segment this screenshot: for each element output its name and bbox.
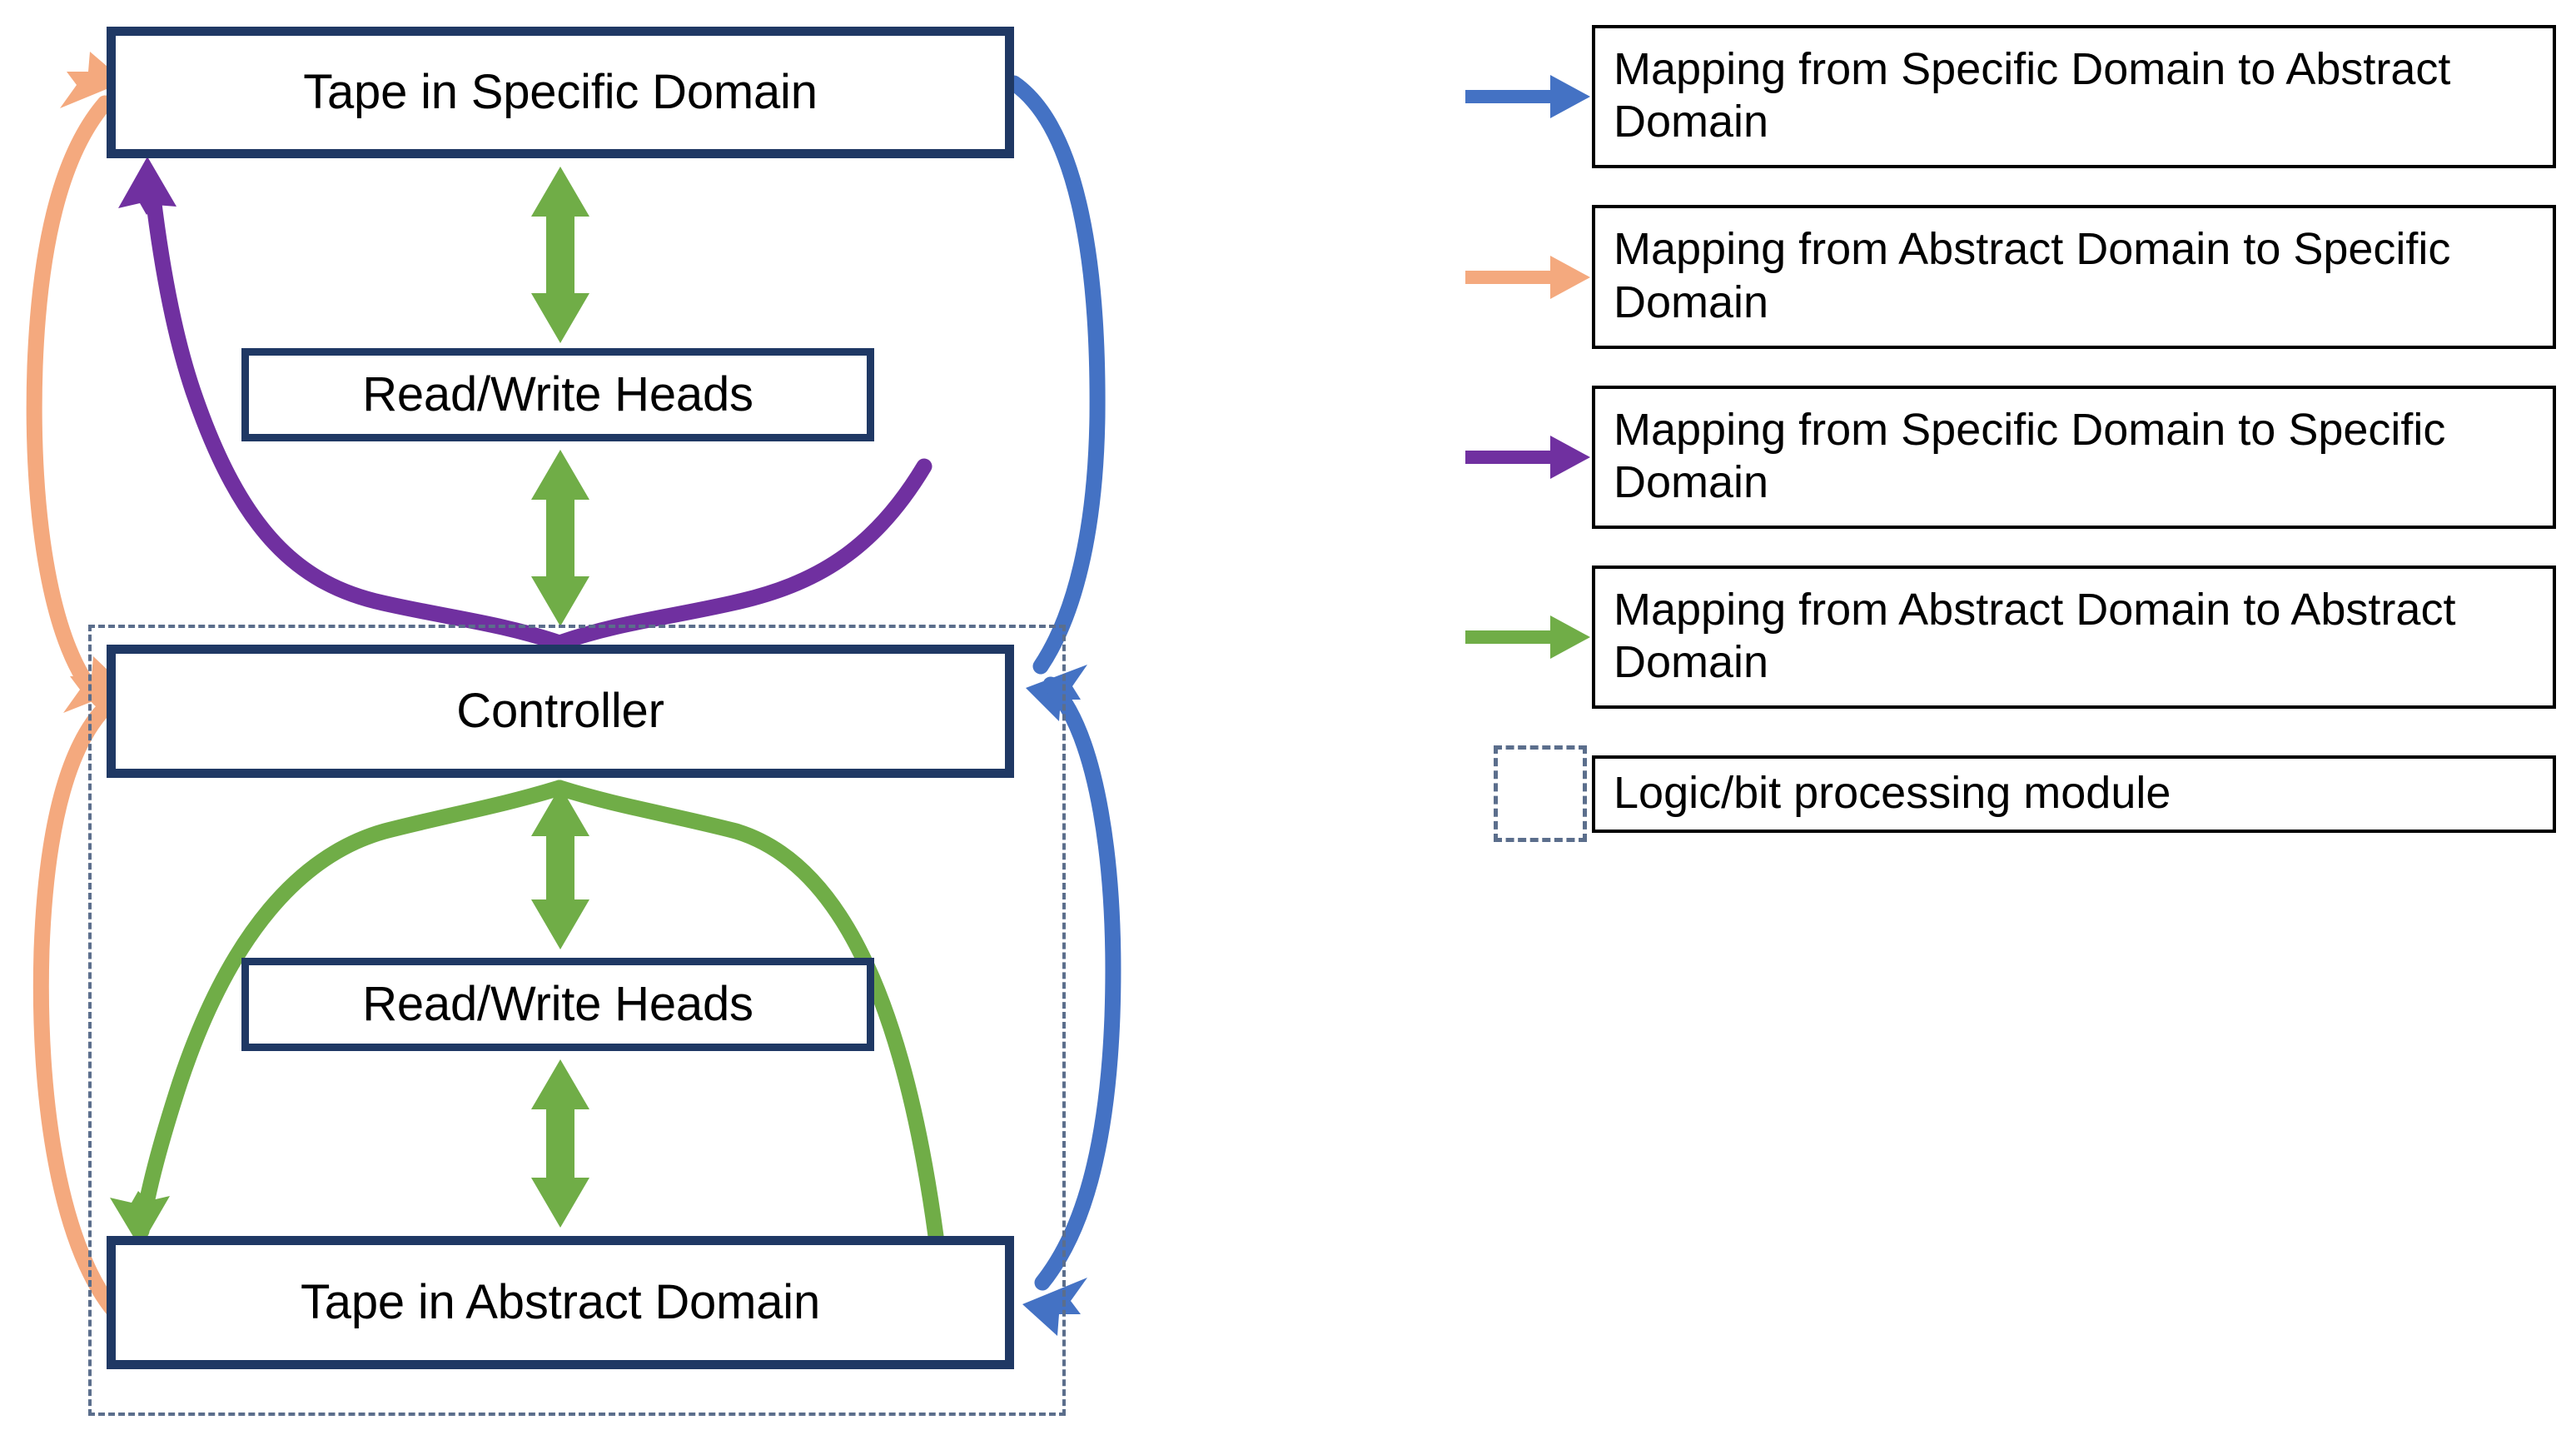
blue-curve-tape-specific-to-tape-abstract [1022, 676, 1121, 1336]
node-controller-label: Controller [456, 684, 664, 738]
orange-arrow-icon [1465, 255, 1590, 299]
legend-swatch-abstract-to-abstract [1449, 612, 1592, 662]
node-read-write-heads-upper-label: Read/Write Heads [362, 367, 753, 421]
legend-item-logic-module: Logic/bit processing module [1449, 745, 2556, 843]
connector-layer [26, 52, 1121, 1336]
orange-curve-tape-abstract-to-tape-specific [26, 52, 125, 708]
green-bidir-arrow-tape-specific-heads-upper [531, 167, 589, 343]
green-bidir-arrow-heads-lower-tape-abstract [531, 1059, 589, 1228]
legend-text-box-logic-module: Logic/bit processing module [1592, 755, 2556, 833]
legend-swatch-abstract-to-specific [1449, 252, 1592, 302]
legend-text-box-specific-to-abstract: Mapping from Specific Domain to Abstract… [1592, 25, 2556, 169]
legend-label-abstract-to-specific: Mapping from Abstract Domain to Specific… [1614, 224, 2451, 327]
green-curve-tape-abstract-to-controller [110, 780, 944, 1248]
legend-swatch-specific-to-specific [1449, 432, 1592, 482]
logic-module-dashed-frame [88, 625, 1066, 1416]
node-read-write-heads-lower-label: Read/Write Heads [362, 977, 753, 1031]
legend-text-box-abstract-to-specific: Mapping from Abstract Domain to Specific… [1592, 205, 2556, 349]
legend-label-specific-to-abstract: Mapping from Specific Domain to Abstract… [1614, 44, 2451, 147]
legend-swatch-logic-module [1449, 745, 1592, 843]
green-bidir-arrow-heads-upper-controller [531, 450, 589, 626]
node-tape-in-abstract-domain[interactable]: Tape in Abstract Domain [107, 1236, 1014, 1369]
node-controller[interactable]: Controller [107, 645, 1014, 778]
legend-label-logic-module: Logic/bit processing module [1614, 767, 2171, 818]
legend-item-abstract-to-specific: Mapping from Abstract Domain to Specific… [1449, 205, 2556, 349]
dashed-box-icon [1494, 745, 1587, 843]
green-arrow-icon [1465, 615, 1590, 660]
legend-label-specific-to-specific: Mapping from Specific Domain to Specific… [1614, 404, 2446, 507]
legend: Mapping from Specific Domain to Abstract… [1449, 25, 2556, 843]
legend-text-box-specific-to-specific: Mapping from Specific Domain to Specific… [1592, 385, 2556, 530]
legend-item-abstract-to-abstract: Mapping from Abstract Domain to Abstract… [1449, 566, 2556, 710]
blue-arrow-icon [1465, 75, 1590, 119]
legend-item-specific-to-abstract: Mapping from Specific Domain to Abstract… [1449, 25, 2556, 169]
node-read-write-heads-lower[interactable]: Read/Write Heads [241, 958, 874, 1051]
green-bidir-arrow-controller-heads-lower [531, 786, 589, 949]
node-tape-in-abstract-domain-label: Tape in Abstract Domain [300, 1275, 821, 1329]
legend-swatch-specific-to-abstract [1449, 72, 1592, 122]
node-tape-in-specific-domain-label: Tape in Specific Domain [303, 65, 818, 119]
purple-arrow-icon [1465, 435, 1590, 479]
node-read-write-heads-upper[interactable]: Read/Write Heads [241, 348, 874, 441]
legend-label-abstract-to-abstract: Mapping from Abstract Domain to Abstract… [1614, 585, 2456, 688]
architecture-diagram: Tape in Specific Domain Read/Write Heads… [0, 0, 1166, 1430]
legend-item-specific-to-specific: Mapping from Specific Domain to Specific… [1449, 385, 2556, 530]
legend-text-box-abstract-to-abstract: Mapping from Abstract Domain to Abstract… [1592, 566, 2556, 710]
node-tape-in-specific-domain[interactable]: Tape in Specific Domain [107, 27, 1014, 158]
